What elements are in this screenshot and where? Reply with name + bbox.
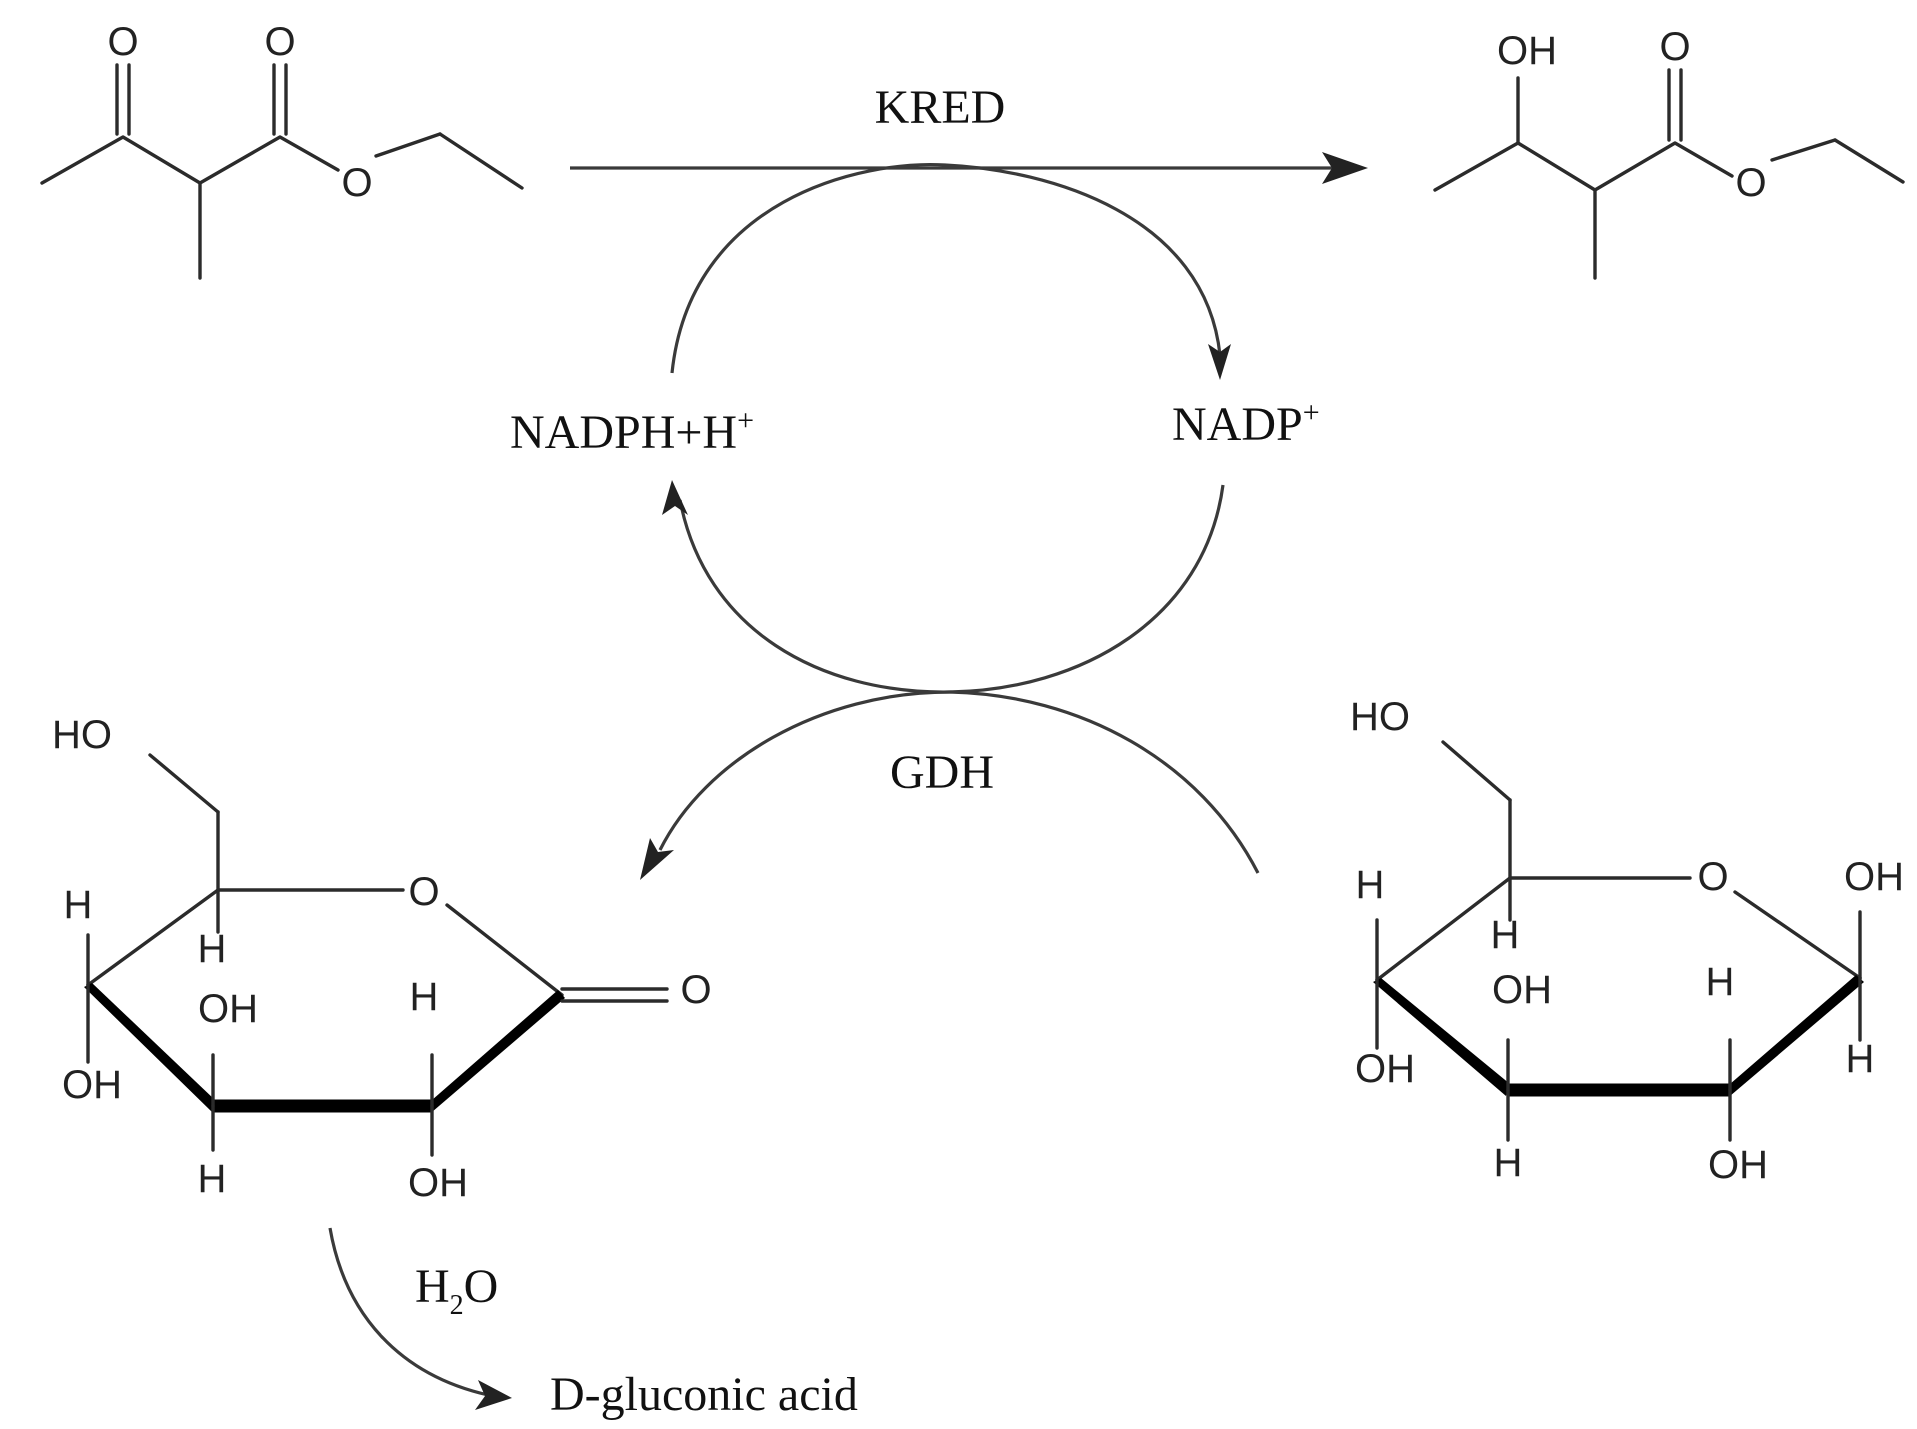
water-label: H2O [415, 1260, 498, 1321]
glucose-c1-oh-label: OH [1844, 855, 1904, 899]
ketone-oxygen-label: O [107, 20, 138, 64]
glucose-ring-oxygen-label: O [1697, 855, 1728, 899]
substrate-ketoester: O O O [40, 20, 524, 280]
lactone-carbonyl-oxygen-label: O [680, 968, 711, 1012]
glucose: HO O OH H H OH H H OH H OH [1350, 695, 1904, 1187]
cofactor-cycle: NADPH+H+ NADP+ [510, 163, 1320, 694]
product-carbonyl-oxygen-label: O [1659, 25, 1690, 69]
lactone-c5-h-label: H [198, 927, 227, 971]
glucose-c5-h-label: H [1491, 913, 1520, 957]
lactone-c6-ho-label: HO [52, 713, 112, 757]
glucose-c2-oh-label: OH [1708, 1143, 1768, 1187]
glucose-c2-h-label: H [1706, 960, 1735, 1004]
lactone-c2-h-label: H [410, 975, 439, 1019]
product-ester-oxygen-label: O [1735, 161, 1766, 205]
glucose-c6-ho-label: HO [1350, 695, 1410, 739]
gluconic-acid-label: D-gluconic acid [550, 1368, 858, 1421]
product-hydroxyl-label: OH [1497, 29, 1557, 73]
ester-oxygen-label: O [341, 161, 372, 205]
glucose-c3-oh-label: OH [1492, 968, 1552, 1012]
nadph-label: NADPH+H+ [510, 404, 754, 459]
lactone-c4-h-label: H [64, 883, 93, 927]
kred-enzyme-label: KRED [875, 81, 1006, 134]
glucose-c4-h-label: H [1356, 863, 1385, 907]
kred-reaction-arrow: KRED [570, 81, 1368, 184]
hydrolysis-arrow: H2O D-gluconic acid [328, 1227, 858, 1421]
lactone-c2-oh-label: OH [408, 1161, 468, 1205]
lactone-c3-h-label: H [198, 1157, 227, 1201]
gdh-reaction-arrow: GDH [640, 690, 1260, 880]
lactone-ring-oxygen-label: O [408, 870, 439, 914]
gluconolactone: HO O O H H OH H OH H OH [52, 713, 712, 1205]
gdh-enzyme-label: GDH [890, 746, 994, 799]
ester-carbonyl-oxygen-label: O [264, 20, 295, 64]
lactone-c3-oh-label: OH [198, 987, 258, 1031]
glucose-c1-h-label: H [1846, 1037, 1875, 1081]
glucose-c4-oh-label: OH [1355, 1047, 1415, 1091]
glucose-c3-h-label: H [1494, 1141, 1523, 1185]
lactone-c4-oh-label: OH [62, 1063, 122, 1107]
nadp-plus-label: NADP+ [1172, 396, 1320, 451]
product-hydroxyester: OH O O [1433, 25, 1905, 280]
